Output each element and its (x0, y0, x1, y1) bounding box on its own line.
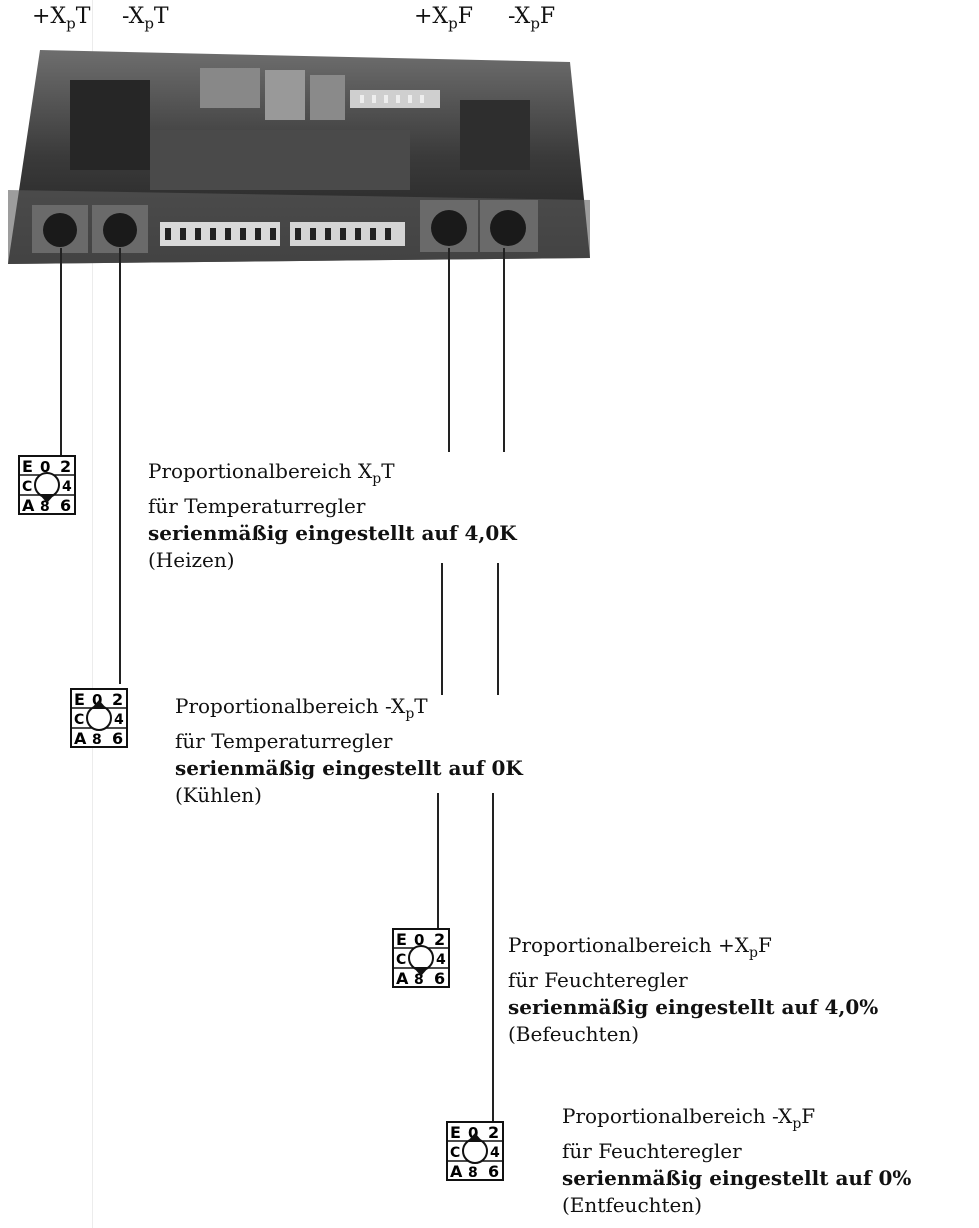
svg-text:0: 0 (414, 931, 424, 949)
rotary-switch-icon: E 0 2 C 4 A 8 6 (18, 455, 76, 515)
svg-text:8: 8 (40, 499, 50, 515)
annotation-purpose: für Feuchteregler (508, 968, 688, 992)
label-minus-xpt: -XpT (122, 4, 169, 33)
annotation-plus-xpt: Proportionalbereich XpT für Temperaturre… (148, 458, 517, 574)
svg-text:A: A (22, 496, 35, 515)
scan-fold-line (92, 0, 93, 1228)
svg-text:E: E (450, 1123, 461, 1142)
svg-text:0: 0 (92, 691, 102, 709)
annotation-title: Proportionalbereich -XpT (175, 694, 428, 722)
annotation-plus-xpf: Proportionalbereich +XpF für Feuchteregl… (508, 932, 878, 1048)
svg-text:C: C (450, 1145, 460, 1161)
annotation-minus-xpt: Proportionalbereich -XpT für Temperaturr… (175, 693, 523, 809)
leader-line-plus-xpt (60, 248, 62, 456)
svg-text:A: A (74, 729, 87, 748)
annotation-purpose: für Temperaturregler (148, 494, 366, 518)
annotation-title: Proportionalbereich -XpF (562, 1104, 816, 1132)
annotation-minus-xpf: Proportionalbereich -XpF für Feuchteregl… (562, 1103, 911, 1219)
annotation-mode: (Heizen) (148, 548, 235, 572)
svg-text:0: 0 (40, 458, 50, 476)
annotation-mode: (Entfeuchten) (562, 1193, 703, 1217)
leader-line-minus-xpt (119, 248, 121, 684)
leader-line-minus-xpf-b (497, 563, 499, 695)
svg-text:6: 6 (112, 729, 123, 748)
annotation-purpose: für Feuchteregler (562, 1139, 742, 1163)
annotation-mode: (Befeuchten) (508, 1022, 640, 1046)
label-plus-xpf: +XpF (414, 4, 473, 33)
annotation-mode: (Kühlen) (175, 783, 262, 807)
svg-text:4: 4 (114, 712, 124, 728)
rotary-switch-icon: E 0 2 C 4 A 8 6 (70, 688, 128, 748)
svg-text:C: C (22, 479, 32, 495)
svg-text:6: 6 (60, 496, 71, 515)
svg-text:8: 8 (92, 732, 102, 748)
leader-line-minus-xpf-c (492, 793, 494, 1123)
svg-text:E: E (396, 930, 407, 949)
svg-text:E: E (74, 690, 85, 709)
svg-text:2: 2 (434, 930, 445, 949)
annotation-title: Proportionalbereich +XpF (508, 933, 772, 961)
label-minus-xpf: -XpF (508, 4, 556, 33)
svg-text:4: 4 (490, 1145, 500, 1161)
annotation-default: serienmäßig eingestellt auf 4,0K (148, 521, 517, 545)
label-plus-xpt: +XpT (32, 4, 91, 33)
annotation-default: serienmäßig eingestellt auf 0% (562, 1166, 912, 1190)
rotary-switch-icon: E 0 2 C 4 A 8 6 (392, 928, 450, 988)
rotary-switch-icon: E 0 2 C 4 A 8 6 (446, 1121, 504, 1181)
annotation-default: serienmäßig eingestellt auf 0K (175, 756, 523, 780)
svg-text:8: 8 (414, 972, 424, 988)
leader-line-minus-xpf-a (503, 248, 505, 452)
svg-text:0: 0 (468, 1124, 478, 1142)
svg-text:E: E (22, 457, 33, 476)
leader-line-plus-xpf-c (437, 793, 439, 929)
svg-text:4: 4 (62, 479, 72, 495)
svg-text:4: 4 (436, 952, 446, 968)
annotation-purpose: für Temperaturregler (175, 729, 393, 753)
svg-text:6: 6 (434, 969, 445, 988)
svg-text:A: A (450, 1162, 463, 1181)
circuit-board-photo (8, 50, 590, 264)
annotation-default: serienmäßig eingestellt auf 4,0% (508, 995, 879, 1019)
leader-line-plus-xpf-a (448, 248, 450, 452)
leader-line-plus-xpf-b (441, 563, 443, 695)
svg-text:8: 8 (468, 1165, 478, 1181)
svg-text:2: 2 (112, 690, 123, 709)
svg-text:C: C (74, 712, 84, 728)
svg-text:A: A (396, 969, 409, 988)
svg-text:2: 2 (60, 457, 71, 476)
svg-text:C: C (396, 952, 406, 968)
svg-text:6: 6 (488, 1162, 499, 1181)
svg-text:2: 2 (488, 1123, 499, 1142)
annotation-title: Proportionalbereich XpT (148, 459, 395, 487)
